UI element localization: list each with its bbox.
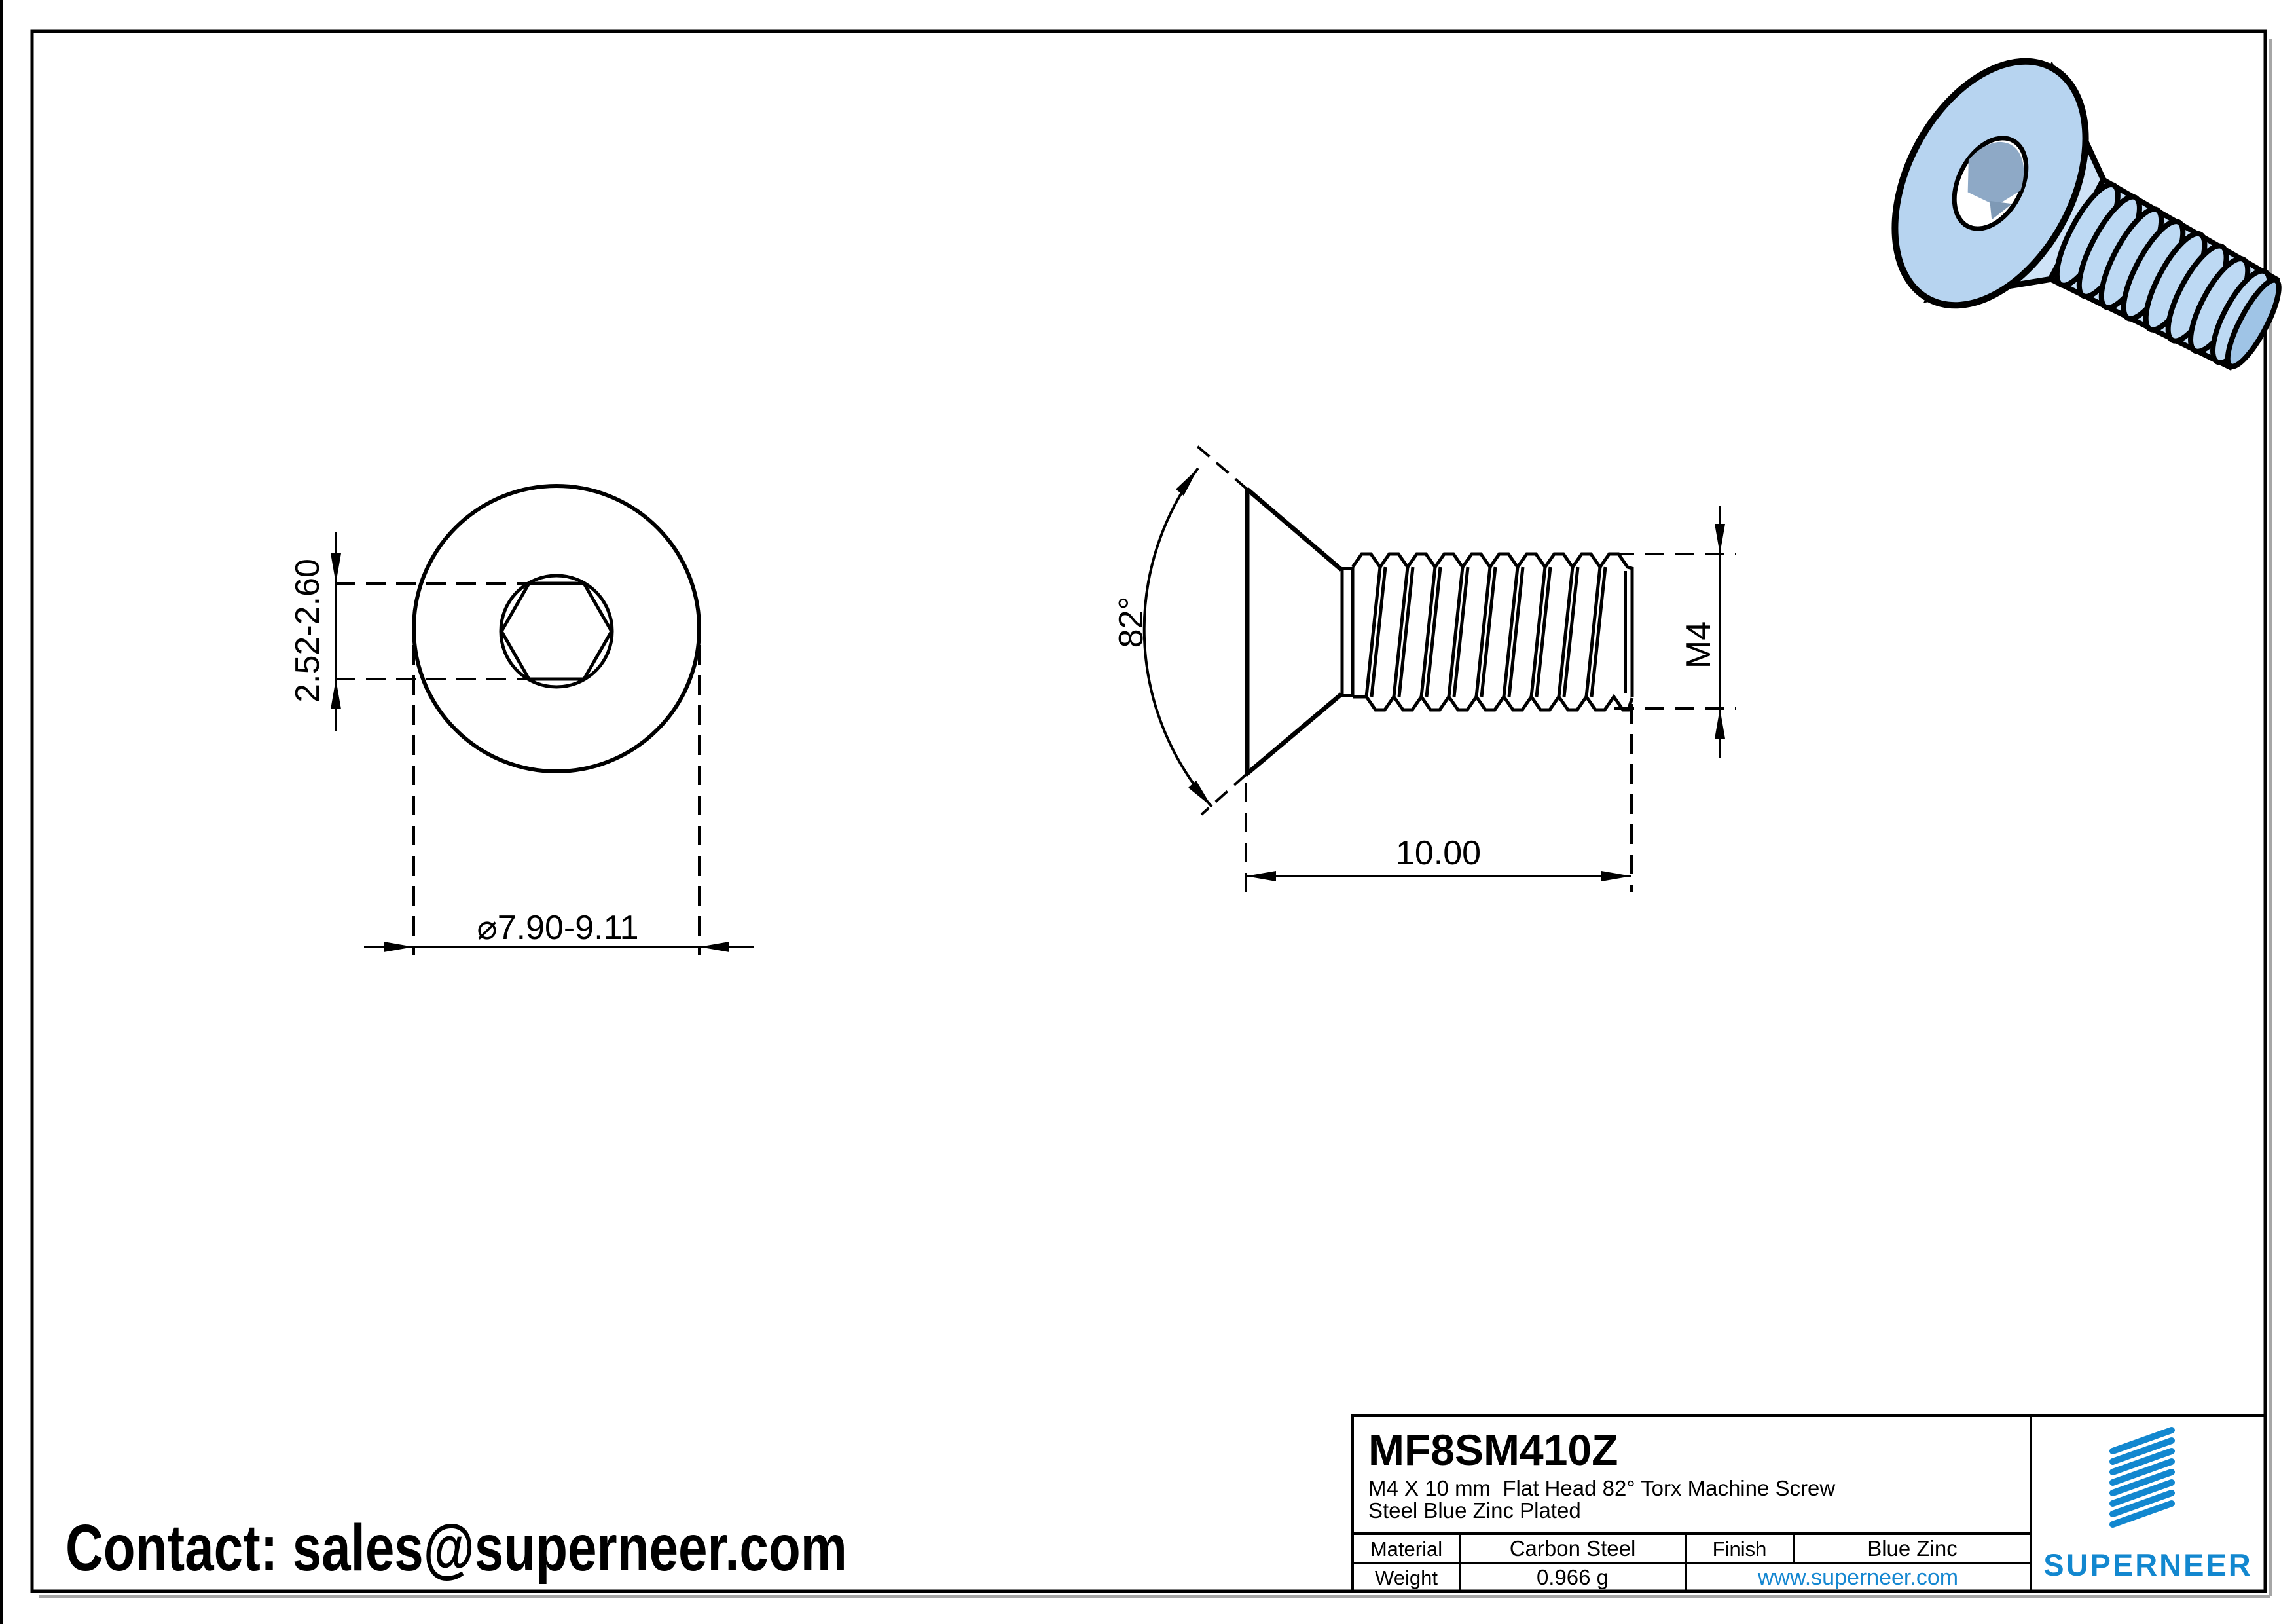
head-outline-circle: [412, 484, 701, 773]
angle-extension-bottom: [1200, 773, 1247, 816]
arrowhead: [1715, 524, 1725, 554]
socket-circle: [499, 574, 614, 689]
thread-flank-lines: [1364, 566, 1607, 697]
screw-tip-face: [2225, 277, 2282, 369]
socket-wall-shading: [1967, 141, 2024, 206]
brand-wordmark: SUPERNEER: [2043, 1547, 2253, 1582]
finish-value: Blue Zinc: [1867, 1536, 1958, 1560]
socket-dimension-text: 2.52-2.60: [289, 559, 327, 703]
arrowhead: [1715, 709, 1725, 739]
arrowhead: [331, 553, 341, 583]
socket-shadow: [1990, 200, 2013, 220]
arrowhead: [384, 942, 414, 952]
part-number: MF8SM410Z: [1368, 1426, 1618, 1474]
website-link: www.superneer.com: [1757, 1565, 1958, 1590]
weight-label: Weight: [1375, 1566, 1438, 1589]
socket-hexagon: [500, 581, 613, 681]
title-block-border: [1351, 1414, 2267, 1593]
top-view: 2.52-2.60 ⌀7.90-9.11: [289, 484, 754, 955]
length-dimension-text: 10.00: [1396, 834, 1481, 872]
title-block: MF8SM410Z M4 X 10 mm Flat Head 82° Torx …: [1351, 1414, 2267, 1593]
diameter-dimension-text: ⌀7.90-9.11: [477, 909, 638, 947]
description-line-1: M4 X 10 mm Flat Head 82° Torx Machine Sc…: [1368, 1476, 1835, 1500]
angle-dimension-arc: [1142, 467, 1213, 808]
arrowhead: [699, 942, 729, 952]
thread-dimension-text: M4: [1680, 621, 1718, 669]
thread-bottom-profile: [1353, 693, 1634, 712]
arrowhead: [331, 679, 341, 709]
angle-extension-top: [1194, 443, 1248, 490]
material-label: Material: [1370, 1538, 1442, 1560]
description-line-2: Steel Blue Zinc Plated: [1368, 1498, 1581, 1522]
arrowhead: [1176, 468, 1198, 496]
drawing-frame: [30, 29, 2267, 1593]
arrowhead: [1246, 871, 1276, 881]
head-cone-bottom: [1244, 692, 1343, 777]
material-value: Carbon Steel: [1510, 1536, 1636, 1560]
side-view: 82° M4 10.00: [1112, 443, 1736, 892]
thread-top-profile: [1351, 552, 1633, 570]
finish-label: Finish: [1713, 1538, 1767, 1560]
arrowhead: [1601, 871, 1631, 881]
contact-email-text: Contact: sales@superneer.com: [65, 1512, 847, 1585]
weight-value: 0.966 g: [1537, 1565, 1609, 1589]
angle-dimension-text: 82°: [1112, 597, 1150, 648]
superneer-logo-icon: [2109, 1427, 2175, 1528]
screw-thread-ridges: [2054, 181, 2272, 365]
arrowhead: [1188, 781, 1212, 807]
screw-3d-render: [1891, 58, 2282, 371]
head-cone-top: [1245, 487, 1343, 572]
